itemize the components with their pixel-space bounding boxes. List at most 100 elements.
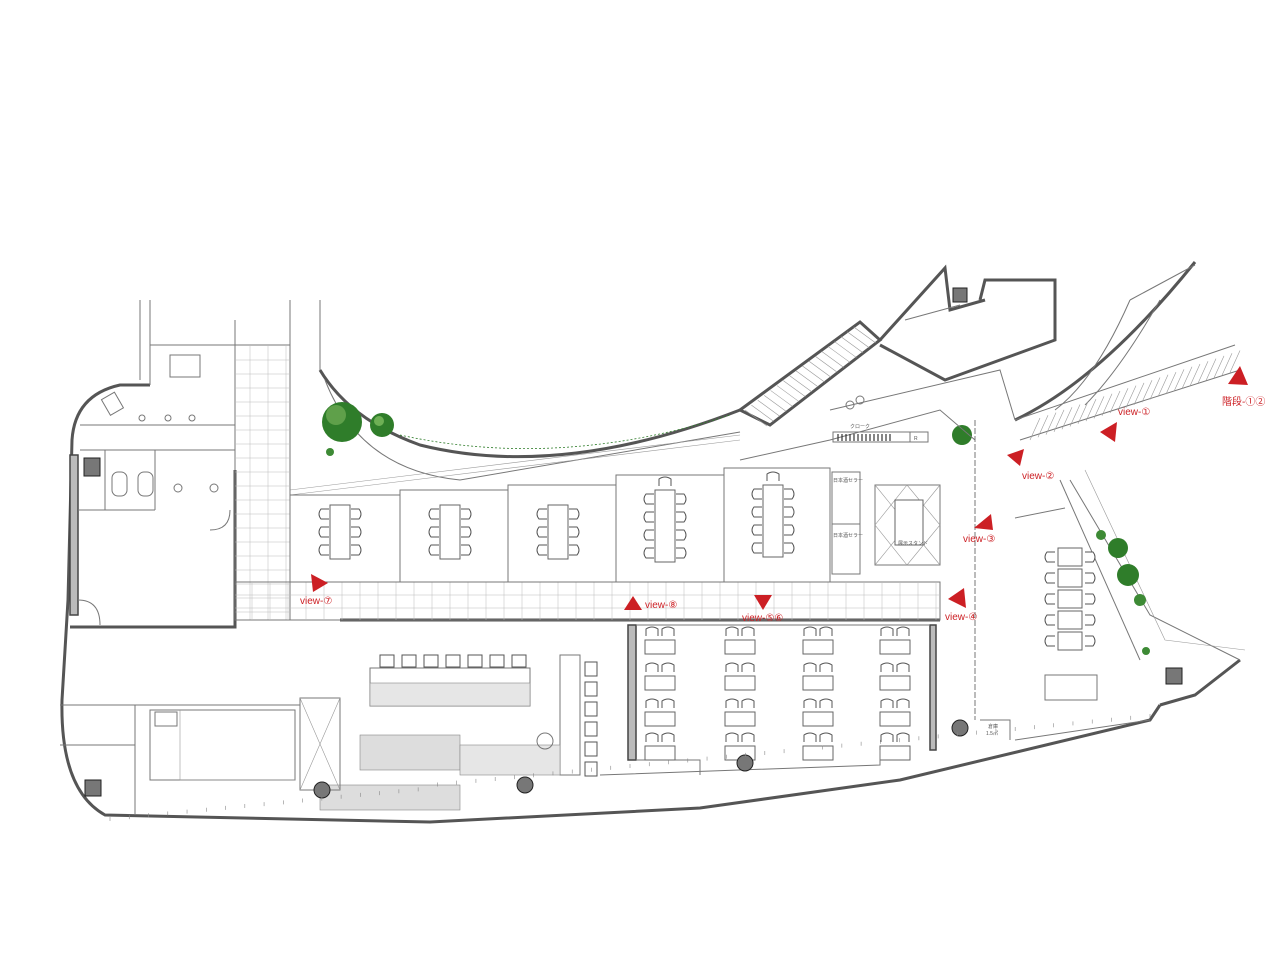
stool-icon: [423, 654, 439, 668]
column-icon: [84, 779, 102, 797]
dining-table: [547, 504, 569, 560]
chair-icon: [803, 732, 817, 742]
main-hall: [599, 624, 937, 776]
dining-table: [879, 711, 911, 727]
dining-table: [1057, 589, 1083, 609]
dining-table: [644, 639, 676, 655]
chair-icon: [725, 732, 739, 742]
storage-label: 倉庫: [988, 723, 998, 730]
chair-icon: [645, 732, 659, 742]
chair-icon: [461, 544, 472, 556]
chair-icon: [661, 626, 675, 636]
column-icon: [736, 754, 754, 772]
tree-icon: [1134, 594, 1146, 606]
chair-icon: [880, 732, 894, 742]
chair-icon: [461, 508, 472, 520]
cloak-label: クローク: [850, 424, 870, 430]
right-dining: 倉庫 1.5㎡: [980, 507, 1151, 741]
chair-icon: [784, 542, 795, 554]
tree-icon: [1142, 647, 1150, 655]
chair-icon: [318, 526, 329, 538]
sake-area: 日本酒セラー 日本酒セラー 展示スタンド クローク R: [831, 420, 976, 720]
stairs-label: 階段-①②: [1222, 395, 1265, 408]
chair-icon: [569, 544, 580, 556]
chair-icon: [676, 511, 687, 523]
chair-icon: [676, 547, 687, 559]
chair-icon: [725, 698, 739, 708]
chair-icon: [1085, 635, 1096, 647]
chair-icon: [569, 508, 580, 520]
display-stand-label: 展示スタンド: [898, 540, 928, 547]
dining-table: [724, 711, 756, 727]
chair-icon: [536, 526, 547, 538]
dining-table: [644, 675, 676, 691]
chair-icon: [741, 662, 755, 672]
sake-cellar-label: 日本酒セラー: [833, 532, 863, 539]
chair-icon: [751, 524, 762, 536]
chair-icon: [658, 476, 672, 486]
dining-table: [1057, 631, 1083, 651]
dining-table: [802, 639, 834, 655]
chair-icon: [896, 626, 910, 636]
entrance-ramp: [1014, 344, 1246, 685]
chair-icon: [819, 662, 833, 672]
column-icon: [1165, 667, 1183, 685]
chair-icon: [784, 524, 795, 536]
dining-table: [644, 711, 676, 727]
chair-icon: [819, 698, 833, 708]
chair-icon: [725, 626, 739, 636]
stool-icon: [584, 741, 598, 757]
chair-icon: [751, 506, 762, 518]
dining-table: [1057, 547, 1083, 567]
chair-icon: [661, 662, 675, 672]
view-marker-icon: [624, 596, 642, 610]
counter-kitchen: [84, 654, 969, 811]
chair-icon: [461, 526, 472, 538]
view-marker-icon: [311, 574, 328, 592]
chair-icon: [1085, 614, 1096, 626]
chair-icon: [676, 493, 687, 505]
chair-icon: [803, 662, 817, 672]
dining-table: [802, 675, 834, 691]
view-label-56: view-⑤⑥: [742, 613, 783, 624]
chair-icon: [784, 488, 795, 500]
chair-icon: [351, 508, 362, 520]
chair-icon: [351, 526, 362, 538]
chair-icon: [428, 508, 439, 520]
chair-icon: [1085, 593, 1096, 605]
dining-table: [802, 711, 834, 727]
chair-icon: [318, 544, 329, 556]
view-marker-icon: [974, 514, 993, 530]
column-icon: [516, 776, 534, 794]
chair-icon: [1085, 572, 1096, 584]
view-label-2: view-②: [1022, 471, 1054, 482]
view-label-3: view-③: [963, 534, 995, 545]
chair-icon: [880, 698, 894, 708]
tree-icon: [1096, 530, 1106, 540]
dining-table: [1057, 610, 1083, 630]
chair-icon: [803, 626, 817, 636]
stool-icon: [379, 654, 395, 668]
view-label-4: view-④: [945, 612, 977, 623]
chair-icon: [1044, 593, 1055, 605]
stool-icon: [584, 681, 598, 697]
chair-icon: [1044, 635, 1055, 647]
stool-icon: [584, 761, 598, 777]
chair-icon: [661, 732, 675, 742]
stool-icon: [401, 654, 417, 668]
chair-icon: [741, 732, 755, 742]
chair-icon: [1044, 572, 1055, 584]
view-marker-icon: [948, 588, 966, 608]
view-label-7: view-⑦: [300, 596, 332, 607]
chair-icon: [536, 544, 547, 556]
view-marker-icon: [1228, 366, 1248, 385]
sake-cellar-label: 日本酒セラー: [833, 477, 863, 484]
dining-table: [879, 675, 911, 691]
chair-icon: [645, 698, 659, 708]
chair-icon: [351, 544, 362, 556]
chair-icon: [1044, 551, 1055, 563]
chair-icon: [643, 529, 654, 541]
dining-table: [644, 745, 676, 761]
view-marker-icon: [1007, 449, 1024, 466]
